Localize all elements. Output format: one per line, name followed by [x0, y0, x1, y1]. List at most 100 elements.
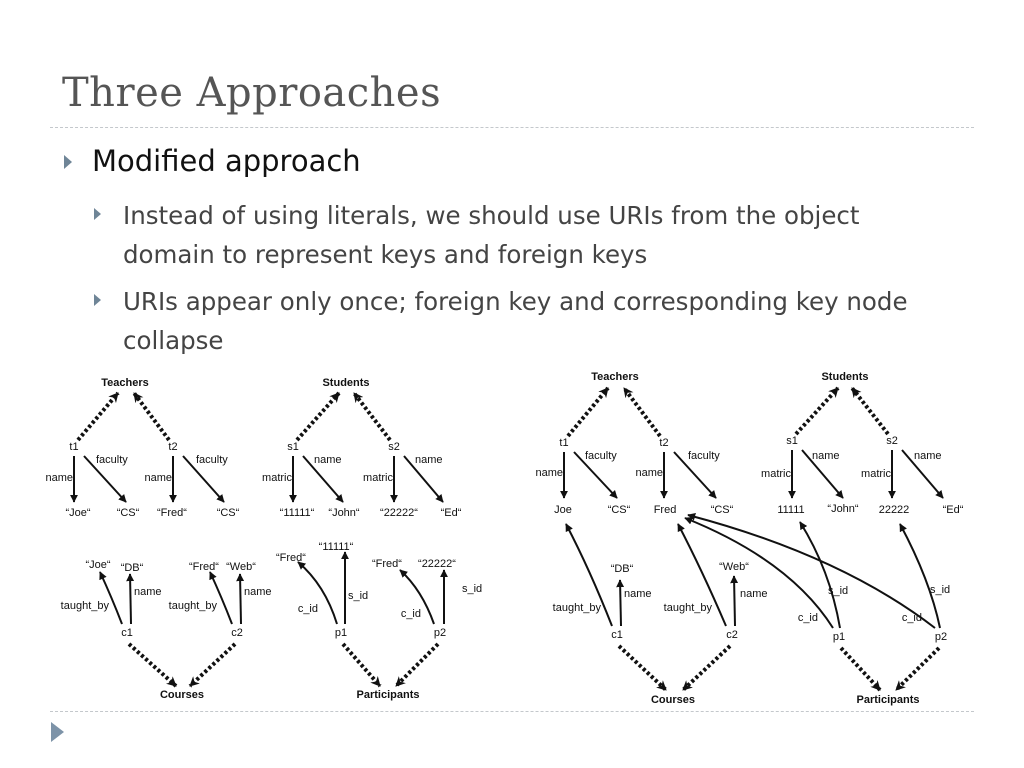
- node-c2: c2: [726, 629, 738, 641]
- cluster-root-label: Courses: [651, 694, 695, 706]
- cluster-root-label: Students: [322, 377, 369, 389]
- node-t2: t2: [168, 441, 177, 453]
- value-node: “Fred“: [276, 552, 306, 564]
- cluster-root-label: Students: [821, 371, 868, 383]
- subbullet-uris-once: URIs appear only once; foreign key and c…: [123, 287, 908, 355]
- node-t1: t1: [559, 437, 568, 449]
- value-node: “Fred“: [189, 561, 219, 573]
- value-node: 11111: [777, 504, 804, 516]
- edge-label-faculty: faculty: [688, 450, 720, 462]
- instance-of-edge: [894, 646, 941, 692]
- node-p1: p1: [335, 627, 347, 639]
- value-node: “DB“: [611, 563, 634, 575]
- node-p2: p2: [434, 627, 446, 639]
- edge-label-name: name: [415, 454, 443, 466]
- edge-label-name: name: [244, 586, 272, 598]
- edge-label-faculty: faculty: [96, 454, 128, 466]
- edge-s_id: [799, 521, 841, 629]
- value-node: “Joe“: [65, 507, 90, 519]
- edge-name: [730, 575, 739, 627]
- instance-of-edge: [617, 644, 668, 692]
- edge-c_id: [684, 516, 834, 629]
- node-c2: c2: [231, 627, 243, 639]
- value-node: “John“: [328, 507, 360, 519]
- edge-c_id: [297, 561, 338, 625]
- edge-label-taught_by: taught_by: [553, 602, 602, 614]
- edge-s_id: [899, 523, 941, 629]
- value-node: “Fred“: [372, 558, 402, 570]
- instance-of-edge: [76, 391, 120, 442]
- node-s1: s1: [786, 435, 798, 447]
- footer-divider: [50, 711, 974, 712]
- edge-label-name: name: [914, 450, 942, 462]
- edge-label-c_id: c_id: [798, 612, 818, 624]
- edge-label-s_id: s_id: [348, 590, 368, 602]
- edge-label-name: name: [314, 454, 342, 466]
- instance-of-edge: [850, 386, 890, 436]
- edge-label-s_id: s_id: [930, 584, 950, 596]
- value-node: “DB“: [121, 562, 144, 574]
- edge-label-s_id: s_id: [462, 583, 482, 595]
- edge-name: [801, 449, 844, 499]
- edge-name: [126, 573, 135, 625]
- edge-label-name: name: [740, 588, 768, 600]
- value-node: “Ed“: [441, 507, 462, 519]
- edge-faculty: [573, 451, 618, 499]
- value-node: “John“: [827, 503, 859, 515]
- node-c1: c1: [611, 629, 623, 641]
- bullet-modified-approach: Modified approach: [92, 144, 361, 178]
- edge-label-name: name: [635, 467, 663, 479]
- instance-of-edge: [295, 391, 341, 442]
- edge-label-taught_by: taught_by: [169, 600, 218, 612]
- value-node: “Ed“: [943, 504, 964, 516]
- instance-of-edge: [132, 391, 171, 442]
- edge-label-s_id: s_id: [828, 585, 848, 597]
- edge-label-name: name: [535, 467, 563, 479]
- value-node: “CS“: [217, 507, 240, 519]
- triangle-right-icon: [64, 155, 72, 169]
- instance-of-edge: [394, 642, 440, 688]
- next-slide-icon[interactable]: [51, 722, 64, 742]
- original-graph: Teacherst1namefaculty“Joe““CS“t2namefacu…: [45, 377, 482, 701]
- edge-c_id: [687, 512, 936, 629]
- edge-label-matric: matric: [262, 472, 292, 484]
- cluster-root-label: Teachers: [101, 377, 149, 389]
- instance-of-edge: [352, 391, 392, 442]
- instance-of-edge: [622, 386, 662, 438]
- node-s2: s2: [886, 435, 898, 447]
- value-node: Joe: [554, 504, 572, 516]
- edge-label-taught_by: taught_by: [61, 600, 110, 612]
- instance-of-edge: [566, 386, 610, 438]
- instance-of-edge: [681, 644, 732, 692]
- edge-taught_by: [209, 571, 233, 625]
- edge-c_id: [399, 569, 435, 625]
- instance-of-edge: [341, 642, 382, 688]
- instance-of-edge: [127, 642, 178, 688]
- slide-title: Three Approaches: [62, 70, 442, 116]
- node-p2: p2: [935, 631, 947, 643]
- triangle-right-icon: [94, 294, 101, 306]
- node-p1: p1: [833, 631, 845, 643]
- cluster-root-label: Participants: [857, 694, 920, 706]
- edge-name: [901, 449, 944, 499]
- edge-label-matric: matric: [861, 468, 891, 480]
- edge-label-name: name: [134, 586, 162, 598]
- modified-graph: Teacherst1namefacultyJoe“CS“t2namefacult…: [535, 371, 963, 706]
- edge-label-name: name: [812, 450, 840, 462]
- edge-label-name: name: [45, 472, 73, 484]
- triangle-right-icon: [94, 208, 101, 220]
- edge-faculty: [673, 451, 717, 499]
- edge-label-matric: matric: [761, 468, 791, 480]
- value-node: Fred: [654, 504, 677, 516]
- value-node: “11111“: [319, 541, 354, 553]
- node-c1: c1: [121, 627, 133, 639]
- instance-of-edge: [794, 386, 840, 436]
- value-node: “CS“: [117, 507, 140, 519]
- value-node: “11111“: [280, 507, 315, 519]
- node-t1: t1: [69, 441, 78, 453]
- value-node: “Fred“: [157, 507, 187, 519]
- edge-name: [403, 455, 444, 503]
- value-node: 22222: [879, 504, 910, 516]
- edge-label-c_id: c_id: [902, 612, 922, 624]
